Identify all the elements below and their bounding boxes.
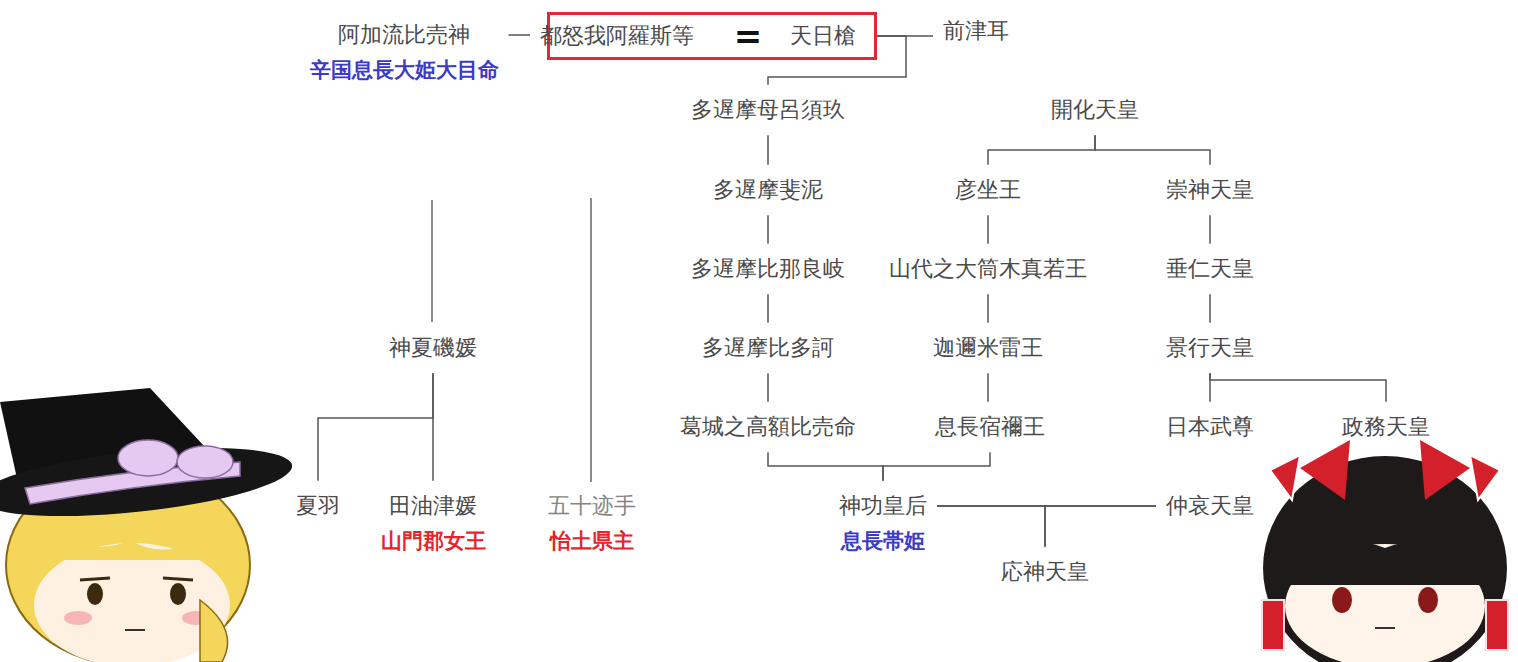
lineage-line bbox=[1045, 506, 1156, 547]
lineage-line bbox=[767, 215, 769, 244]
person-node: 日本武尊 bbox=[1166, 414, 1254, 440]
descent-line bbox=[590, 198, 592, 482]
person-name: 天日槍 bbox=[790, 23, 856, 49]
person-node: 仲哀天皇 bbox=[1166, 493, 1254, 519]
person-node: 息長宿禰王 bbox=[935, 414, 1045, 440]
title-label: 息長帯姫 bbox=[839, 529, 927, 554]
person-node: 開化天皇 bbox=[1051, 97, 1139, 123]
lineage-line bbox=[987, 373, 989, 402]
person-node: 夏羽 bbox=[296, 493, 340, 519]
person-node: 山代之大筒木真若王 bbox=[889, 256, 1087, 282]
marriage-box: =都怒我阿羅斯等天日槍 bbox=[547, 12, 877, 60]
marriage-sign: = bbox=[734, 19, 763, 53]
person-name: 政務天皇 bbox=[1342, 414, 1430, 440]
person-name: 多遅摩比多訶 bbox=[702, 335, 834, 361]
person-name: 葛城之高額比売命 bbox=[680, 414, 856, 440]
lineage-line bbox=[767, 135, 769, 165]
person-node: 神功皇后息長帯姫 bbox=[839, 493, 927, 555]
person-node: 葛城之高額比売命 bbox=[680, 414, 856, 440]
lineage-line bbox=[318, 373, 433, 481]
descent-line bbox=[431, 200, 433, 322]
person-node: 阿加流比売神辛国息長大姫大目命 bbox=[310, 22, 499, 84]
title-label: 怡土県主 bbox=[548, 529, 636, 554]
person-node: 崇神天皇 bbox=[1166, 177, 1254, 203]
lineage-line bbox=[987, 215, 989, 244]
person-name: 崇神天皇 bbox=[1166, 177, 1254, 203]
person-name: 応神天皇 bbox=[1001, 559, 1089, 585]
person-name: 前津耳 bbox=[943, 18, 1009, 44]
lineage-line bbox=[1210, 373, 1386, 402]
lineage-line bbox=[767, 294, 769, 323]
person-name: 田油津媛 bbox=[381, 493, 486, 519]
person-node: 多遅摩比那良岐 bbox=[691, 256, 845, 282]
person-node: 田油津媛山門郡女王 bbox=[381, 493, 486, 555]
person-name: 多遅摩斐泥 bbox=[713, 177, 823, 203]
person-node: 前津耳 bbox=[943, 18, 1009, 44]
person-node: 彦坐王 bbox=[955, 177, 1021, 203]
person-node: 五十迹手怡土県主 bbox=[548, 493, 636, 555]
person-name: 多遅摩母呂須玖 bbox=[691, 97, 845, 123]
title-label: 辛国息長大姫大目命 bbox=[310, 58, 499, 83]
lineage-line bbox=[988, 135, 1095, 165]
person-name: 神功皇后 bbox=[839, 493, 927, 519]
reimu-figure bbox=[1262, 440, 1508, 662]
lineage-line bbox=[937, 506, 1045, 547]
lineage-line bbox=[432, 373, 434, 481]
person-name: 息長宿禰王 bbox=[935, 414, 1045, 440]
person-node: 迦邇米雷王 bbox=[933, 335, 1043, 361]
lineage-line bbox=[1209, 294, 1211, 323]
lineage-line bbox=[1209, 215, 1211, 244]
person-name: 神夏磯媛 bbox=[389, 335, 477, 361]
person-name: 彦坐王 bbox=[955, 177, 1021, 203]
lineage-line bbox=[767, 373, 769, 402]
person-name: 都怒我阿羅斯等 bbox=[540, 23, 694, 49]
person-node: 多遅摩比多訶 bbox=[702, 335, 834, 361]
person-node: 神夏磯媛 bbox=[389, 335, 477, 361]
lineage-line bbox=[1095, 135, 1210, 165]
lineage-line bbox=[768, 452, 883, 481]
person-node: 都怒我阿羅斯等 bbox=[540, 23, 694, 49]
person-name: 垂仁天皇 bbox=[1166, 256, 1254, 282]
person-name: 仲哀天皇 bbox=[1166, 493, 1254, 519]
lineage-line bbox=[509, 34, 531, 36]
person-name: 迦邇米雷王 bbox=[933, 335, 1043, 361]
person-name: 五十迹手 bbox=[548, 493, 636, 519]
person-node: 応神天皇 bbox=[1001, 559, 1089, 585]
marisa-figure bbox=[0, 388, 295, 662]
lineage-line bbox=[987, 294, 989, 323]
person-node: 景行天皇 bbox=[1166, 335, 1254, 361]
person-name: 開化天皇 bbox=[1051, 97, 1139, 123]
person-name: 多遅摩比那良岐 bbox=[691, 256, 845, 282]
person-name: 日本武尊 bbox=[1166, 414, 1254, 440]
person-name: 阿加流比売神 bbox=[310, 22, 499, 48]
person-node: 多遅摩斐泥 bbox=[713, 177, 823, 203]
person-node: 多遅摩母呂須玖 bbox=[691, 97, 845, 123]
person-name: 夏羽 bbox=[296, 493, 340, 519]
lineage-line bbox=[883, 452, 990, 481]
title-label: 山門郡女王 bbox=[381, 529, 486, 554]
person-node: 政務天皇 bbox=[1342, 414, 1430, 440]
person-node: 垂仁天皇 bbox=[1166, 256, 1254, 282]
person-name: 山代之大筒木真若王 bbox=[889, 256, 1087, 282]
person-name: 景行天皇 bbox=[1166, 335, 1254, 361]
person-node: 天日槍 bbox=[790, 23, 856, 49]
